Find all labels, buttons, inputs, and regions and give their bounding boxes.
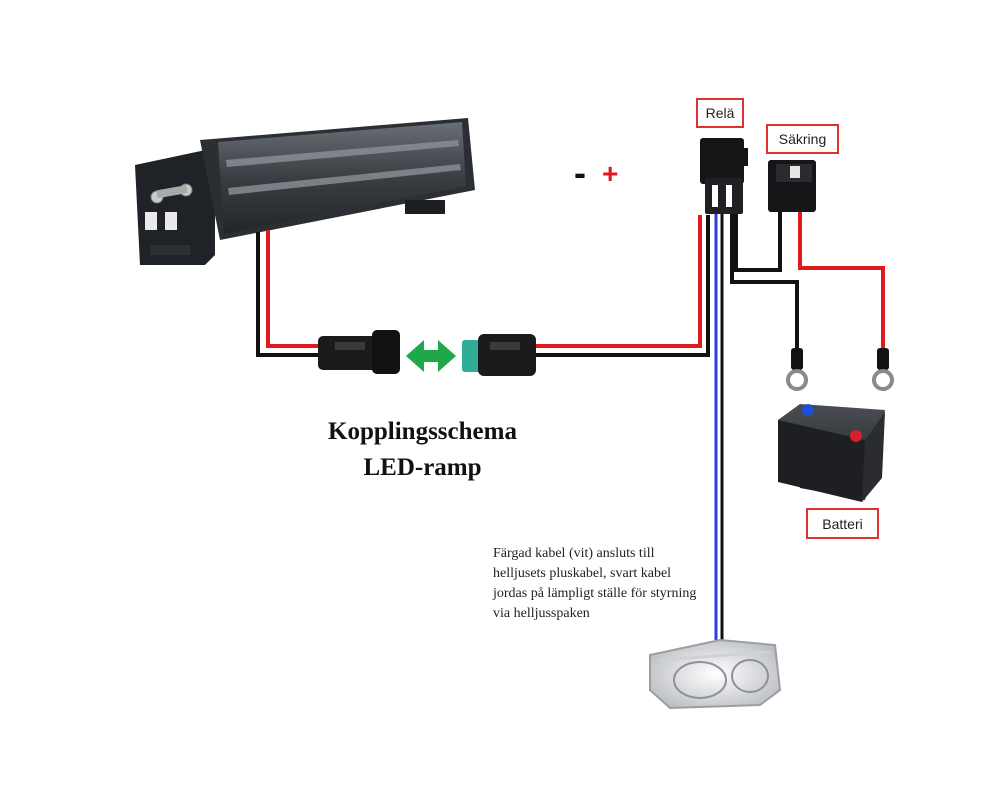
ring-terminal-positive bbox=[872, 348, 894, 391]
led-light-bar bbox=[135, 118, 475, 265]
minus-sign: - bbox=[574, 152, 586, 193]
plus-sign: + bbox=[602, 158, 619, 189]
ring-terminal-negative bbox=[786, 348, 808, 391]
headlight bbox=[649, 638, 782, 710]
fuse-holder bbox=[768, 160, 816, 212]
light-bar-wiring bbox=[256, 230, 322, 357]
harness-wiring bbox=[536, 215, 710, 357]
title-line-2: LED-ramp bbox=[363, 454, 482, 481]
connector-female bbox=[462, 334, 536, 376]
diagram-title: Kopplingsschema LED-ramp bbox=[290, 414, 555, 486]
connector-male bbox=[318, 330, 400, 374]
fuse-label: Säkring bbox=[766, 124, 839, 154]
relay bbox=[700, 138, 748, 214]
battery bbox=[778, 404, 885, 502]
battery-label: Batteri bbox=[806, 508, 879, 539]
title-line-1: Kopplingsschema bbox=[328, 418, 517, 445]
relay-label: Relä bbox=[696, 98, 744, 128]
signal-wiring bbox=[714, 214, 724, 640]
power-wiring bbox=[730, 212, 885, 355]
wiring-note: Färgad kabel (vit) ansluts till helljuse… bbox=[493, 546, 697, 621]
connect-arrow-icon bbox=[406, 340, 456, 372]
